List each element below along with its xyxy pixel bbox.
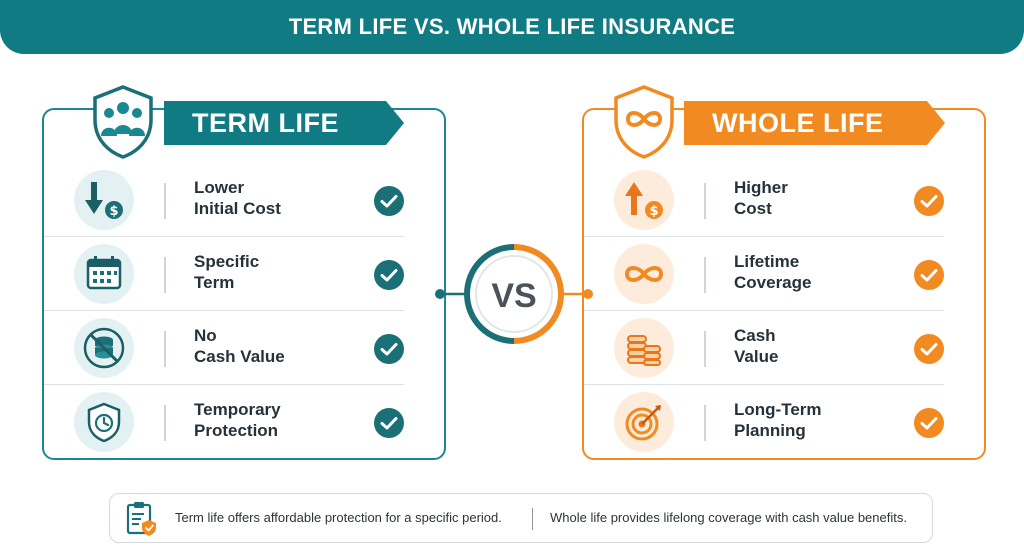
target-icon [614,392,674,452]
coins-icon [614,318,674,378]
check-icon [914,334,944,364]
shield-clock-icon [74,392,134,452]
check-icon [374,408,404,438]
whole-life-ribbon: WHOLE LIFE [670,101,945,145]
svg-text:$: $ [109,204,118,219]
check-icon [914,186,944,216]
term-life-ribbon: TERM LIFE [150,101,404,145]
footer-divider [532,508,533,530]
check-icon [914,408,944,438]
vs-emblem: VS [435,244,593,344]
family-shield-icon [93,85,153,159]
whole-summary-text: Whole life provides lifelong coverage wi… [550,510,907,525]
infinity-icon [614,244,674,304]
up-arrow-dollar-icon: $ [614,170,674,230]
calendar-icon [74,244,134,304]
term-summary-text: Term life offers affordable protection f… [175,510,502,525]
term-life-title: TERM LIFE [192,107,339,138]
check-icon [374,186,404,216]
check-icon [374,334,404,364]
clipboard-shield-icon [126,502,156,536]
check-icon [914,260,944,290]
vs-label: VS [491,277,536,315]
check-icon [374,260,404,290]
whole-life-title: WHOLE LIFE [712,107,884,138]
no-coins-icon [74,318,134,378]
summary-footer: Term life offers affordable protection f… [109,493,933,543]
page-title: TERM LIFE VS. WHOLE LIFE INSURANCE [288,14,736,39]
down-arrow-dollar-icon: $ [74,170,134,230]
infinity-shield-icon [614,85,674,159]
header-banner: TERM LIFE VS. WHOLE LIFE INSURANCE [0,0,1024,54]
svg-text:$: $ [649,204,658,219]
